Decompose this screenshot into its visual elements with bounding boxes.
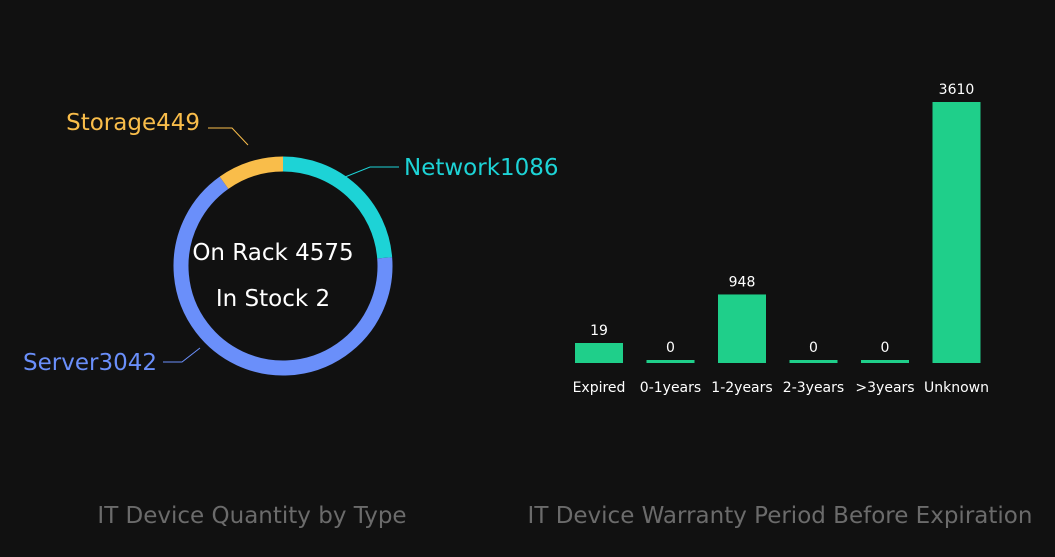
bar-1-2years[interactable] <box>718 294 766 363</box>
bar-3years[interactable] <box>861 360 909 363</box>
donut-slice-network[interactable] <box>282 156 393 259</box>
donut-label-server: Server3042 <box>23 350 157 376</box>
bar-unknown[interactable] <box>932 102 981 363</box>
bar-category-label-0-1years: 0-1years <box>640 380 701 396</box>
donut-label-network: Network1086 <box>404 155 559 181</box>
bar-2-3years[interactable] <box>789 360 838 363</box>
bar-category-label-expired: Expired <box>573 380 626 396</box>
donut-slice-storage[interactable] <box>219 156 284 190</box>
bar-0-1years[interactable] <box>646 360 695 363</box>
bar-value-label-unknown: 3610 <box>939 82 975 98</box>
bar-value-label-3years: 0 <box>881 340 890 356</box>
bar-value-label-0-1years: 0 <box>666 340 675 356</box>
bar-expired[interactable] <box>575 343 623 363</box>
bar-value-label-expired: 19 <box>590 323 608 339</box>
donut-center-line-1: On Rack 4575 <box>192 240 353 266</box>
donut-slice-server[interactable] <box>173 176 393 376</box>
donut-leader-line-server <box>163 347 201 363</box>
bar-category-label-2-3years: 2-3years <box>783 380 844 396</box>
donut-chart-title: IT Device Quantity by Type <box>97 503 406 529</box>
donut-label-storage: Storage449 <box>66 110 200 136</box>
bar-category-label-1-2years: 1-2years <box>711 380 772 396</box>
donut-leader-line-storage <box>208 127 249 146</box>
donut-center-line-2: In Stock 2 <box>216 286 330 312</box>
donut-leader-line-network <box>344 166 399 178</box>
bar-value-label-1-2years: 948 <box>729 274 756 290</box>
bar-chart-title: IT Device Warranty Period Before Expirat… <box>528 503 1033 529</box>
bar-category-label-3years: >3years <box>855 380 914 396</box>
bar-value-label-2-3years: 0 <box>809 340 818 356</box>
bar-category-label-unknown: Unknown <box>924 380 989 396</box>
